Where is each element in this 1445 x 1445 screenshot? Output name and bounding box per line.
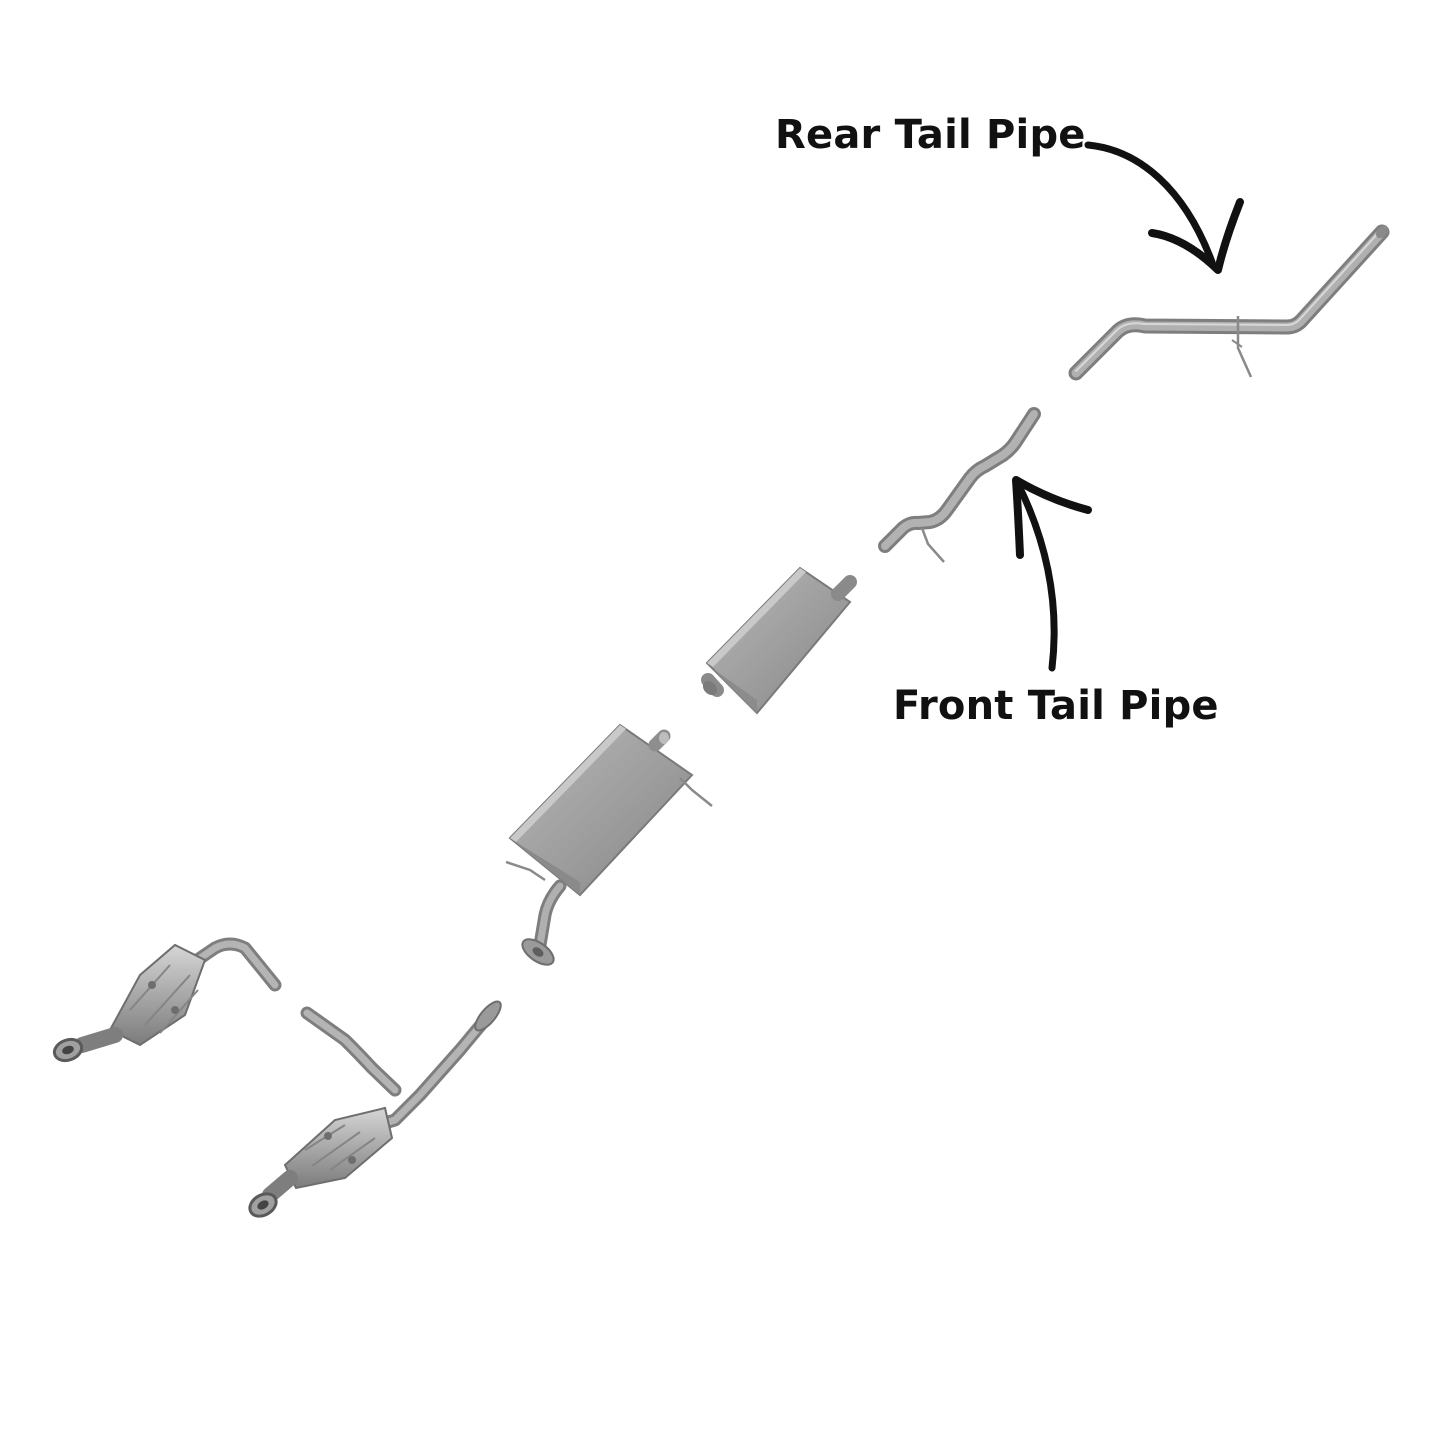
catalytic-converter-left [52, 937, 282, 1063]
front-tail-pipe-arrow [1012, 476, 1092, 672]
rear-tail-pipe-arrow [1084, 141, 1244, 274]
resonator [701, 566, 857, 715]
muffler [505, 723, 713, 966]
front-tail-pipe-label: Front Tail Pipe [893, 683, 1219, 729]
front-tail-pipe [878, 407, 1041, 563]
rear-tail-pipe [1068, 224, 1390, 381]
y-pipe-with-catalytic-converter [248, 1000, 502, 1218]
rear-tail-pipe-label: Rear Tail Pipe [775, 112, 1086, 158]
